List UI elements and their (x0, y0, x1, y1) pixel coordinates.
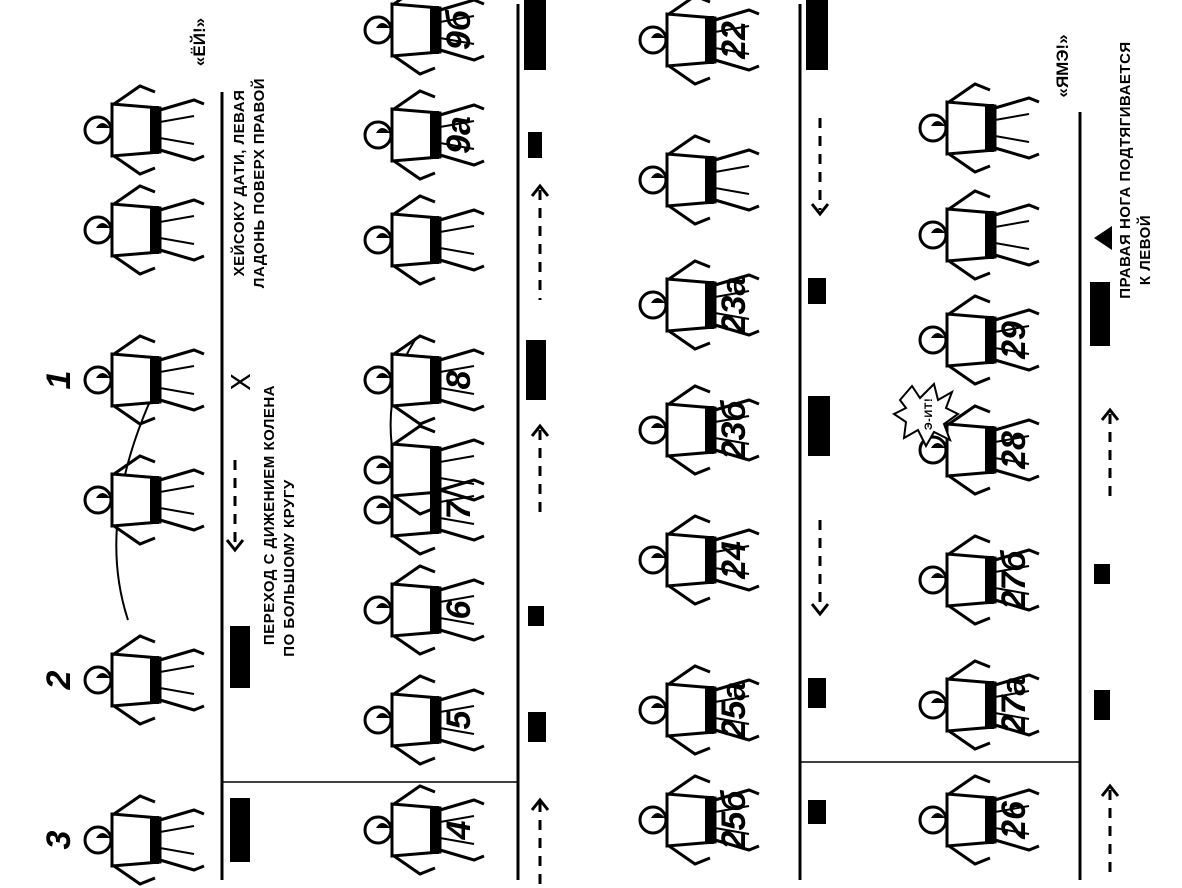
strip-2-step-label: 5 (440, 709, 478, 729)
strip-4-figure-6 (920, 191, 1039, 279)
strip-1-step-label: 1 (40, 371, 78, 390)
strip-1-figure-3 (85, 456, 204, 544)
figures-layer (85, 0, 1039, 884)
strip-3-step-label: 25а (715, 682, 753, 740)
strip-2-step-label: 8 (440, 370, 478, 389)
strip-2-step-label: 9б (440, 9, 478, 50)
caption-heisoku-1: ХЕЙСОКУ ДАТИ, ЛЕВАЯ (230, 90, 248, 277)
strip-2-step-label: 9а (440, 116, 478, 154)
strip-3-step-label: 25б (715, 790, 753, 851)
strip-2-step-label: 4 (440, 820, 478, 840)
strip-4-step-label: 27а (995, 677, 1033, 735)
strip-1-figure-1 (85, 796, 204, 884)
strip-3-step-label: 23б (715, 400, 753, 461)
caption-yame: «ЯМЭ!» (1053, 34, 1072, 97)
strip-1-step-label: 3 (40, 830, 78, 849)
strip-2-step-label: 6 (440, 599, 478, 619)
strip-1-figure-6 (85, 86, 204, 174)
strip-4-step-label: 29 (995, 321, 1033, 360)
x-mark: X (227, 373, 257, 391)
caption-ei: «ЁЙ!» (190, 18, 209, 66)
caption-transition-1: ПЕРЕХОД С ДИЖЕНИЕМ КОЛЕНА (261, 385, 278, 645)
strip-4-step-label: 26 (995, 800, 1033, 840)
caption-heisoku-2: ЛАДОНЬ ПОВЕРХ ПРАВОЙ (250, 78, 268, 288)
strip-1-figure-5 (85, 186, 204, 274)
strip-1-step-label: 2 (40, 670, 78, 690)
caption-right-leg-2: К ЛЕВОЙ (1136, 215, 1154, 285)
strip-3-figure-6 (640, 136, 759, 224)
kiai-text: Э-ИТ! (923, 398, 935, 430)
kiai-burst: Э-ИТ! (894, 384, 958, 446)
strip-4-step-label: 28 (995, 431, 1033, 470)
strip-3-step-label: 22 (715, 21, 753, 60)
strip-4-step-label: 27б (995, 550, 1033, 611)
strip-4-figure-7 (920, 84, 1039, 172)
strip-2-step-label: 7 (440, 498, 478, 519)
strip-1-figure-4 (85, 336, 204, 424)
strip-3-step-label: 23а (715, 277, 753, 335)
strip-1-figure-2 (85, 636, 204, 724)
strip-2-figure-7 (365, 196, 484, 284)
strip-3-step-label: 24 (715, 541, 753, 580)
caption-right-leg-1: ПРАВАЯ НОГА ПОДТЯГИВАЕТСЯ (1117, 41, 1134, 298)
caption-transition-2: ПО БОЛЬШОМУ КРУГУ (281, 479, 298, 657)
